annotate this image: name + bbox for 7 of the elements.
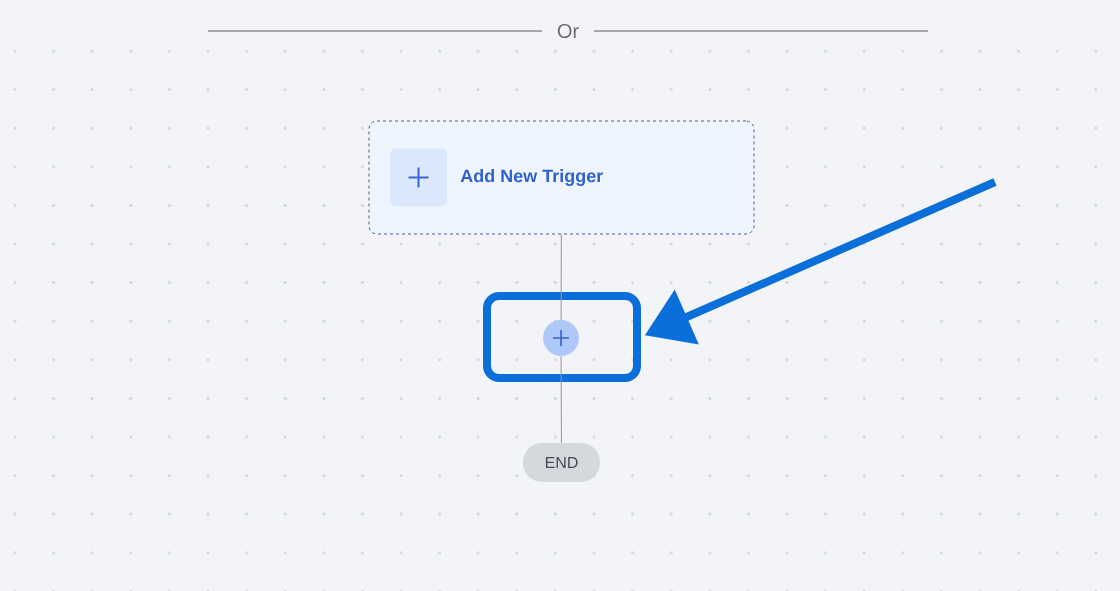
add-step-button	[543, 320, 579, 356]
connector-line	[560, 355, 562, 444]
divider-label: Or	[557, 23, 579, 39]
highlight-box	[483, 292, 641, 382]
trigger-card: Add New Trigger	[368, 120, 755, 235]
end-pill: END	[523, 443, 600, 482]
connector-line	[560, 234, 562, 321]
